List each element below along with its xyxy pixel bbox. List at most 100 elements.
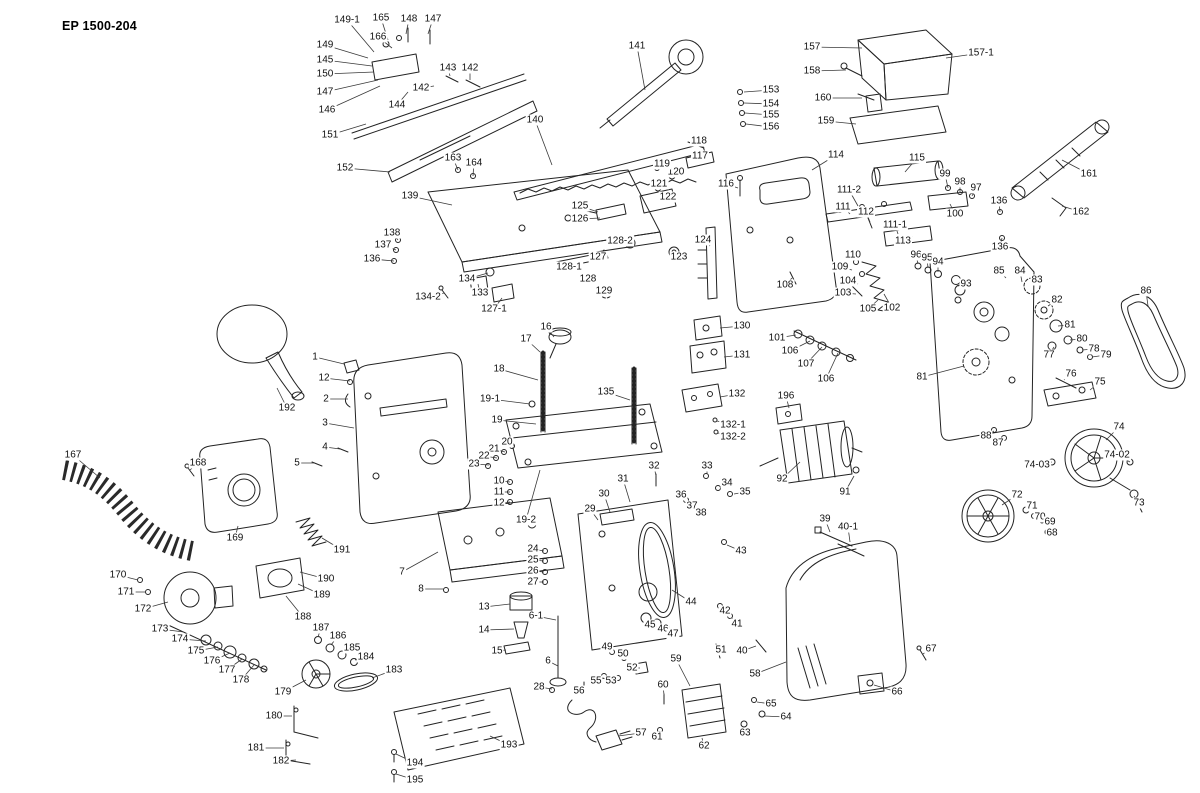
- part-label-153: 153: [761, 84, 781, 96]
- part-label-19: 19: [490, 414, 504, 426]
- part-label-176: 176: [202, 655, 222, 667]
- part-label-194: 194: [405, 757, 425, 769]
- part-label-169: 169: [225, 532, 245, 544]
- dust-box: [199, 438, 278, 533]
- part-label-134-2: 134-2: [414, 291, 442, 303]
- part-label-156: 156: [761, 121, 781, 133]
- part-label-150: 150: [315, 68, 335, 80]
- part-label-178: 178: [231, 674, 251, 686]
- part-label-74-03: 74-03: [1023, 459, 1051, 471]
- part-label-170: 170: [108, 569, 128, 581]
- part-label-193: 193: [499, 739, 519, 751]
- part-label-60: 60: [656, 679, 670, 691]
- part-label-78: 78: [1087, 343, 1101, 355]
- part-label-30: 30: [597, 488, 611, 500]
- part-label-118: 118: [690, 135, 708, 147]
- part-label-18: 18: [492, 363, 506, 375]
- part-label-129: 129: [594, 285, 614, 297]
- leader-line: [401, 551, 439, 573]
- part-label-95: 95: [920, 252, 934, 264]
- electrical-parts: [567, 643, 766, 751]
- part-label-21: 21: [487, 443, 501, 455]
- part-label-71: 71: [1025, 500, 1039, 512]
- part-label-188: 188: [293, 611, 313, 623]
- part-label-16: 16: [539, 321, 553, 333]
- part-label-56: 56: [572, 685, 586, 697]
- part-label-8: 8: [417, 583, 425, 595]
- part-label-112: 112: [857, 206, 875, 218]
- part-label-5: 5: [293, 457, 301, 469]
- part-label-114: 114: [827, 149, 845, 161]
- part-label-165: 165: [371, 12, 391, 24]
- part-label-132-1: 132-1: [719, 419, 747, 431]
- part-label-135: 135: [596, 386, 616, 398]
- motor: [759, 403, 863, 484]
- part-label-143: 143: [438, 62, 458, 74]
- part-label-180: 180: [264, 710, 284, 722]
- part-label-183: 183: [384, 664, 404, 676]
- part-label-168: 168: [188, 457, 208, 469]
- part-label-6-1: 6-1: [527, 610, 545, 622]
- part-label-191: 191: [332, 544, 352, 556]
- part-label-132-2: 132-2: [719, 431, 747, 443]
- part-label-17: 17: [519, 333, 533, 345]
- leader-line: [324, 422, 355, 429]
- part-label-47: 47: [666, 628, 680, 640]
- part-label-65: 65: [764, 698, 778, 710]
- part-label-15: 15: [490, 645, 504, 657]
- part-label-57: 57: [634, 727, 648, 739]
- part-label-184: 184: [356, 651, 376, 663]
- right-side-panel: [929, 247, 1097, 441]
- part-label-116: 116: [717, 178, 735, 190]
- part-label-173: 173: [150, 623, 170, 635]
- bracket-parts: [681, 315, 727, 435]
- part-label-179: 179: [273, 686, 293, 698]
- part-label-72: 72: [1010, 489, 1024, 501]
- part-label-59: 59: [669, 653, 683, 665]
- part-label-81: 81: [915, 371, 929, 383]
- part-label-83: 83: [1030, 274, 1044, 286]
- part-label-25: 25: [526, 554, 540, 566]
- part-label-177: 177: [217, 664, 237, 676]
- part-label-77: 77: [1042, 349, 1056, 361]
- part-label-154: 154: [761, 98, 781, 110]
- part-label-52: 52: [625, 662, 639, 674]
- part-label-35: 35: [738, 486, 752, 498]
- part-label-146: 146: [317, 104, 337, 116]
- part-label-19-1: 19-1: [478, 393, 502, 405]
- part-label-51: 51: [714, 644, 728, 656]
- part-label-121: 121: [649, 178, 669, 190]
- part-label-149: 149: [315, 39, 335, 51]
- carry-handle: [1010, 119, 1110, 217]
- part-label-167: 167: [63, 449, 83, 461]
- vent-plate: [391, 687, 525, 783]
- part-label-49: 49: [600, 641, 614, 653]
- part-label-136: 136: [990, 241, 1010, 253]
- part-label-58: 58: [748, 668, 762, 680]
- blade-guard: [599, 39, 704, 129]
- part-label-61: 61: [650, 731, 664, 743]
- part-label-14: 14: [477, 624, 491, 636]
- diagram-title: EP 1500-204: [62, 19, 137, 33]
- part-label-81: 81: [1063, 319, 1077, 331]
- part-label-136: 136: [989, 195, 1009, 207]
- part-label-111-2: 111-2: [835, 184, 863, 196]
- part-label-97: 97: [969, 182, 983, 194]
- part-label-67: 67: [924, 643, 938, 655]
- drive-belt: [1120, 294, 1186, 389]
- part-label-115: 115: [908, 152, 926, 164]
- part-label-34: 34: [720, 477, 734, 489]
- part-label-124: 124: [693, 234, 713, 246]
- part-label-149-1: 149-1: [333, 14, 361, 26]
- part-label-7: 7: [398, 566, 406, 578]
- part-label-93: 93: [959, 278, 973, 290]
- part-label-147: 147: [423, 13, 443, 25]
- part-label-132: 132: [727, 388, 747, 400]
- part-label-189: 189: [312, 589, 332, 601]
- part-label-63: 63: [738, 727, 752, 739]
- part-label-24: 24: [526, 543, 540, 555]
- part-label-33: 33: [700, 460, 714, 472]
- part-label-91: 91: [838, 486, 852, 498]
- part-label-162: 162: [1071, 206, 1091, 218]
- part-label-42: 42: [718, 605, 732, 617]
